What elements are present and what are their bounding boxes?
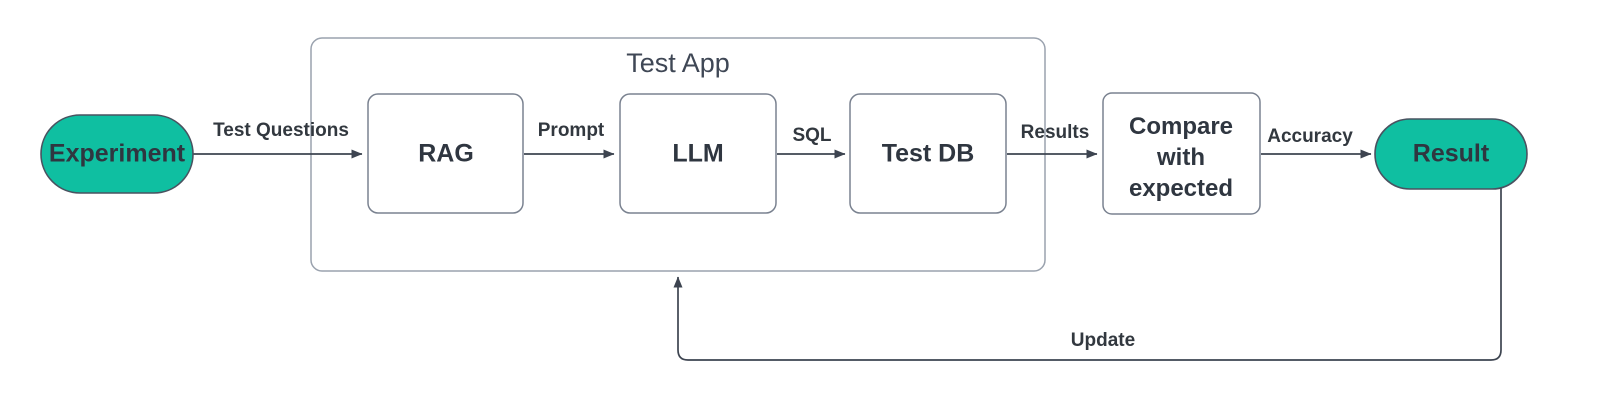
node-llm[interactable]: LLM <box>619 93 777 214</box>
node-result-label: Result <box>1413 140 1490 168</box>
edge-line-update <box>673 188 1502 361</box>
node-compare-label-line2: with <box>1156 144 1205 171</box>
node-test-db-shape[interactable] <box>849 93 1007 214</box>
edge-result-to-testapp: Update <box>673 188 1502 361</box>
edge-compare-to-result: Accuracy <box>1261 126 1372 159</box>
node-llm-shape[interactable] <box>619 93 777 214</box>
node-llm-label: LLM <box>672 140 723 168</box>
node-compare-label-line1: Compare <box>1129 113 1233 140</box>
node-test-db-label: Test DB <box>882 140 975 168</box>
node-result[interactable]: Result <box>1374 118 1528 190</box>
edge-llm-to-testdb: SQL <box>777 125 846 159</box>
node-compare[interactable]: Compare with expected <box>1102 92 1261 215</box>
edge-label-sql: SQL <box>792 125 831 146</box>
node-experiment[interactable]: Experiment <box>40 114 194 194</box>
node-test-db[interactable]: Test DB <box>849 93 1007 214</box>
edge-rag-to-llm: Prompt <box>524 120 615 159</box>
node-rag[interactable]: RAG <box>367 93 524 214</box>
node-experiment-shape[interactable] <box>40 114 194 194</box>
edge-label-results: Results <box>1021 122 1090 143</box>
node-result-shape[interactable] <box>1374 118 1528 190</box>
node-rag-label: RAG <box>418 140 474 168</box>
node-rag-shape[interactable] <box>367 93 524 214</box>
edge-label-prompt: Prompt <box>538 120 605 141</box>
edge-label-update: Update <box>1071 330 1135 351</box>
node-experiment-label: Experiment <box>49 140 186 168</box>
edge-experiment-to-rag: Test Questions <box>193 120 363 159</box>
edge-label-test-questions: Test Questions <box>213 120 349 141</box>
group-test-app-title: Test App <box>626 48 730 78</box>
edge-label-accuracy: Accuracy <box>1267 126 1353 147</box>
node-compare-shape[interactable] <box>1102 92 1261 215</box>
edge-testdb-to-compare: Results <box>1007 122 1098 159</box>
node-compare-label-line3: expected <box>1129 175 1233 202</box>
